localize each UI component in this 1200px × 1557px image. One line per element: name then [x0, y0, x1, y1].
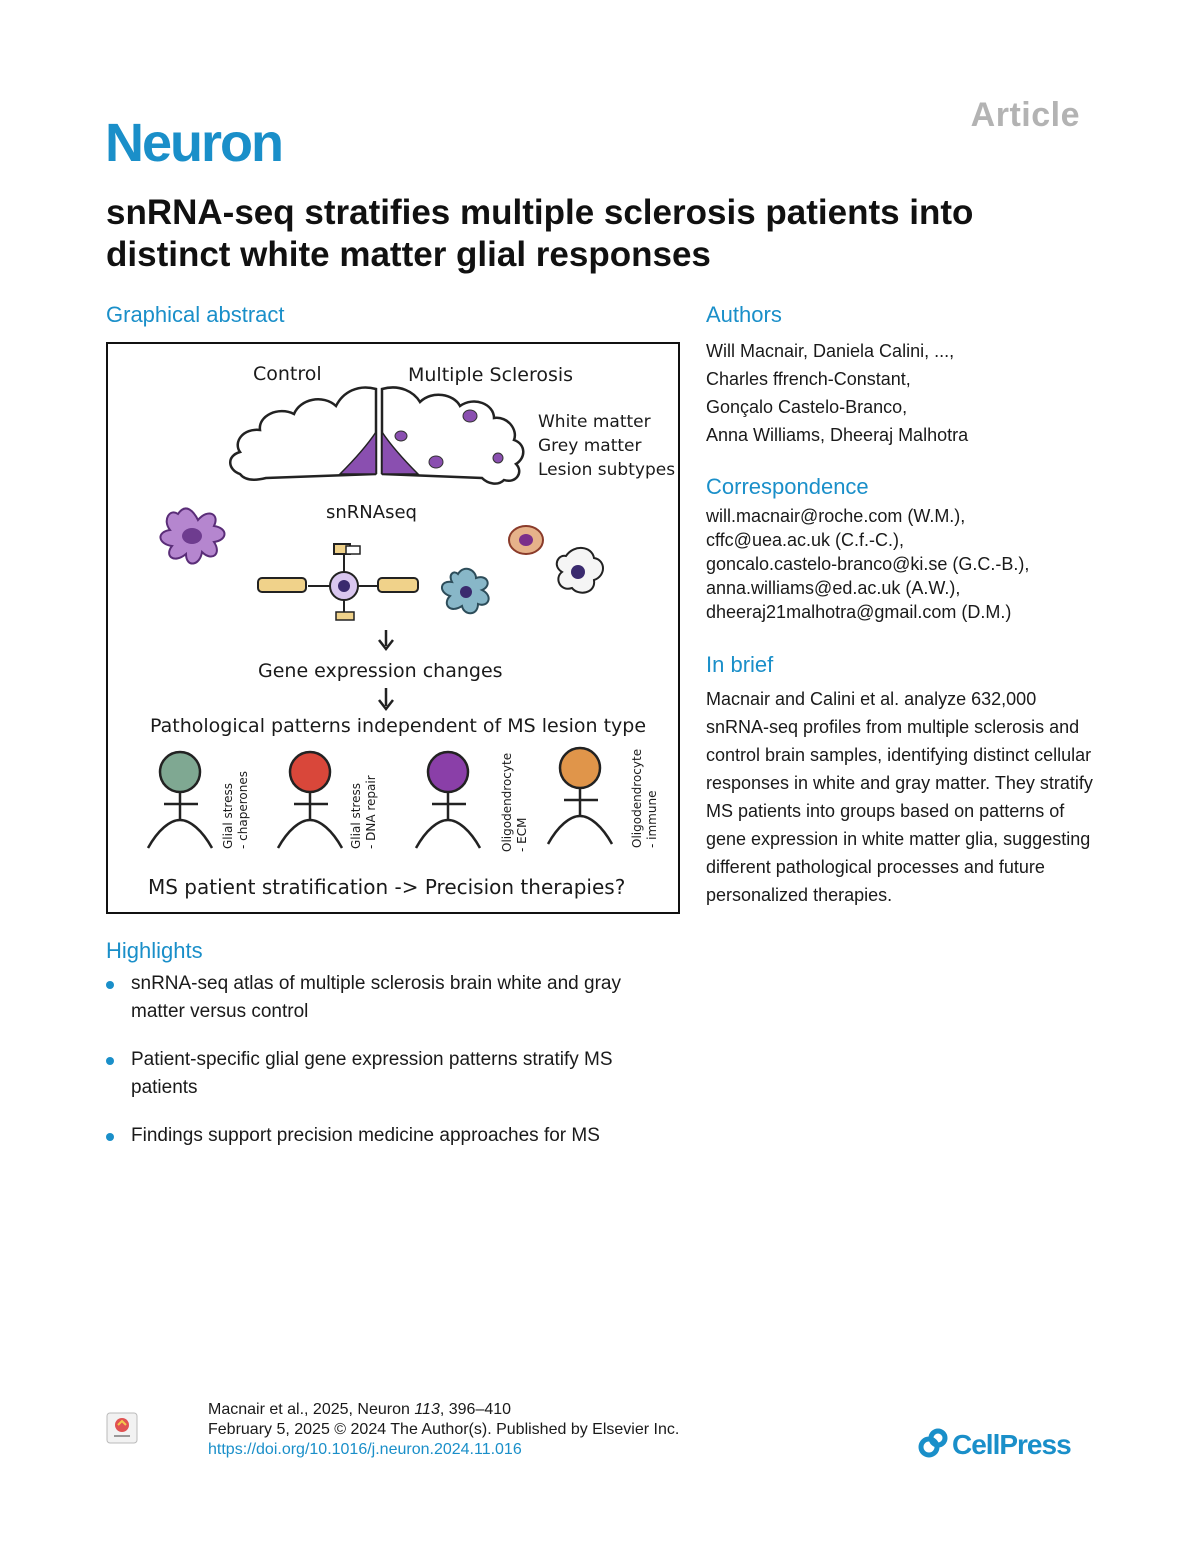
bullet-icon	[106, 1057, 114, 1065]
white-matter-label: White matter	[538, 412, 651, 432]
correspondence-heading: Correspondence	[706, 474, 869, 499]
highlight-text: Patient-specific glial gene expression p…	[131, 1049, 613, 1098]
stratification-label: MS patient stratification -> Precision t…	[148, 875, 625, 899]
dendrite-tip	[345, 545, 361, 555]
correspondence-email[interactable]: dheeraj21malhotra@gmail.com (D.M.)	[706, 602, 1012, 622]
patient-label-3-line1: Oligodendrocyte	[500, 753, 514, 852]
in-brief-text: Macnair and Calini et al. analyze 632,00…	[706, 689, 1093, 905]
citation-block: Macnair et al., 2025, Neuron 113, 396–41…	[208, 1400, 679, 1460]
bullet-icon	[106, 981, 114, 989]
brain-outline-control	[229, 386, 378, 481]
patient-head-2	[288, 750, 332, 794]
in-brief-heading: In brief	[706, 652, 774, 677]
astrocyte-nucleus	[182, 528, 202, 544]
lesion	[428, 455, 444, 469]
brain-outline-ms	[380, 386, 525, 485]
highlights-list: snRNA-seq atlas of multiple sclerosis br…	[106, 970, 676, 1170]
stick-figure-line	[546, 814, 614, 845]
author-line: Charles ffrench-Constant,	[706, 369, 911, 389]
ms-label: Multiple Sclerosis	[408, 364, 573, 386]
arrowhead-1	[378, 639, 394, 652]
patient-head-3	[426, 750, 470, 794]
correspondence-email[interactable]: goncalo.castelo-branco@ki.se (G.C.-B.),	[706, 554, 1030, 574]
myelin-segment	[335, 611, 355, 621]
patient-label-1-line1: Glial stress	[221, 783, 235, 849]
author-line: Will Macnair, Daniela Calini, ...,	[706, 341, 955, 361]
doi-link[interactable]: https://doi.org/10.1016/j.neuron.2024.11…	[208, 1441, 522, 1458]
stick-figure-line	[146, 818, 214, 849]
correspondence-email[interactable]: cffc@uea.ac.uk (C.f.-C.),	[706, 530, 904, 550]
red-cell-nucleus	[519, 534, 533, 546]
control-label: Control	[253, 363, 322, 385]
correspondence-list: will.macnair@roche.com (W.M.), cffc@uea.…	[706, 504, 1126, 624]
lesion	[492, 452, 504, 464]
cellpress-logo-icon	[918, 1428, 948, 1465]
graphical-abstract-heading: Graphical abstract	[106, 302, 285, 327]
patient-figure-4: Oligodendrocyte - immune	[546, 746, 659, 848]
highlights-heading: Highlights	[106, 938, 203, 963]
highlight-item: Patient-specific glial gene expression p…	[106, 1046, 676, 1102]
patient-label-4-line1: Oligodendrocyte	[630, 749, 644, 848]
authors-list: Will Macnair, Daniela Calini, ..., Charl…	[706, 337, 1106, 449]
citation-date-line: February 5, 2025 © 2024 The Author(s). P…	[208, 1421, 680, 1438]
patient-figure-3: Oligodendrocyte - ECM	[414, 750, 529, 852]
citation-pages: , 396–410	[439, 1401, 512, 1418]
cellpress-logo: CellPress	[918, 1428, 1072, 1465]
citation-volume: 113	[414, 1401, 440, 1418]
grey-matter-control	[338, 429, 377, 475]
lesion	[394, 430, 408, 442]
highlight-item: Findings support precision medicine appr…	[106, 1122, 676, 1150]
snrnaseq-label: snRNAseq	[326, 502, 417, 523]
correspondence-email[interactable]: will.macnair@roche.com (W.M.),	[706, 506, 966, 526]
bullet-icon	[106, 1133, 114, 1141]
arrowhead-2	[378, 699, 394, 712]
graphical-abstract-figure: Control Multiple Sclerosis White matter …	[106, 342, 680, 914]
journal-name: Neuron	[105, 113, 284, 173]
article-type-label: Article	[970, 96, 1080, 134]
cellpress-logo-text: CellPress	[952, 1428, 1072, 1460]
myelin-segment	[257, 577, 307, 593]
graphical-abstract-drawing: Control Multiple Sclerosis White matter …	[146, 363, 675, 899]
author-line: Gonçalo Castelo-Branco,	[706, 397, 908, 417]
patient-figure-2: Glial stress - DNA repair	[276, 750, 378, 849]
white-cell-nucleus	[571, 565, 585, 579]
myelin-segment	[377, 577, 419, 593]
patient-label-1-line2: - chaperones	[236, 771, 250, 849]
citation-line: Macnair et al., 2025, Neuron 113, 396–41…	[208, 1400, 679, 1420]
patterns-label: Pathological patterns independent of MS …	[150, 715, 646, 737]
lesion	[462, 409, 478, 423]
stick-figure-line	[276, 818, 344, 849]
patient-label-2-line1: Glial stress	[349, 783, 363, 849]
highlight-item: snRNA-seq atlas of multiple sclerosis br…	[106, 970, 676, 1026]
stick-figure-line	[414, 818, 482, 849]
grey-matter-ms	[381, 429, 420, 475]
check-for-updates-icon[interactable]	[106, 1412, 138, 1444]
highlight-text: Findings support precision medicine appr…	[131, 1125, 600, 1146]
highlight-text: snRNA-seq atlas of multiple sclerosis br…	[131, 973, 621, 1022]
author-line: Anna Williams, Dheeraj Malhotra	[706, 425, 969, 445]
gene-expression-label: Gene expression changes	[258, 660, 503, 682]
patient-head-4	[558, 746, 602, 790]
patient-label-4-line2: - immune	[645, 791, 659, 848]
citation-authors: Macnair et al., 2025, Neuron	[208, 1401, 415, 1418]
patient-label-2-line2: - DNA repair	[364, 775, 378, 849]
neuron-nucleus	[338, 580, 350, 592]
patient-figure-1: Glial stress - chaperones	[146, 750, 250, 849]
correspondence-email[interactable]: anna.williams@ed.ac.uk (A.W.),	[706, 578, 961, 598]
lesion-subtypes-label: Lesion subtypes	[538, 460, 675, 480]
grey-matter-label: Grey matter	[538, 436, 641, 456]
patient-head-1	[158, 750, 202, 794]
microglia-nucleus	[460, 586, 472, 598]
article-title: snRNA-seq stratifies multiple sclerosis …	[106, 193, 974, 274]
patient-label-3-line2: - ECM	[515, 818, 529, 852]
authors-heading: Authors	[706, 302, 782, 327]
